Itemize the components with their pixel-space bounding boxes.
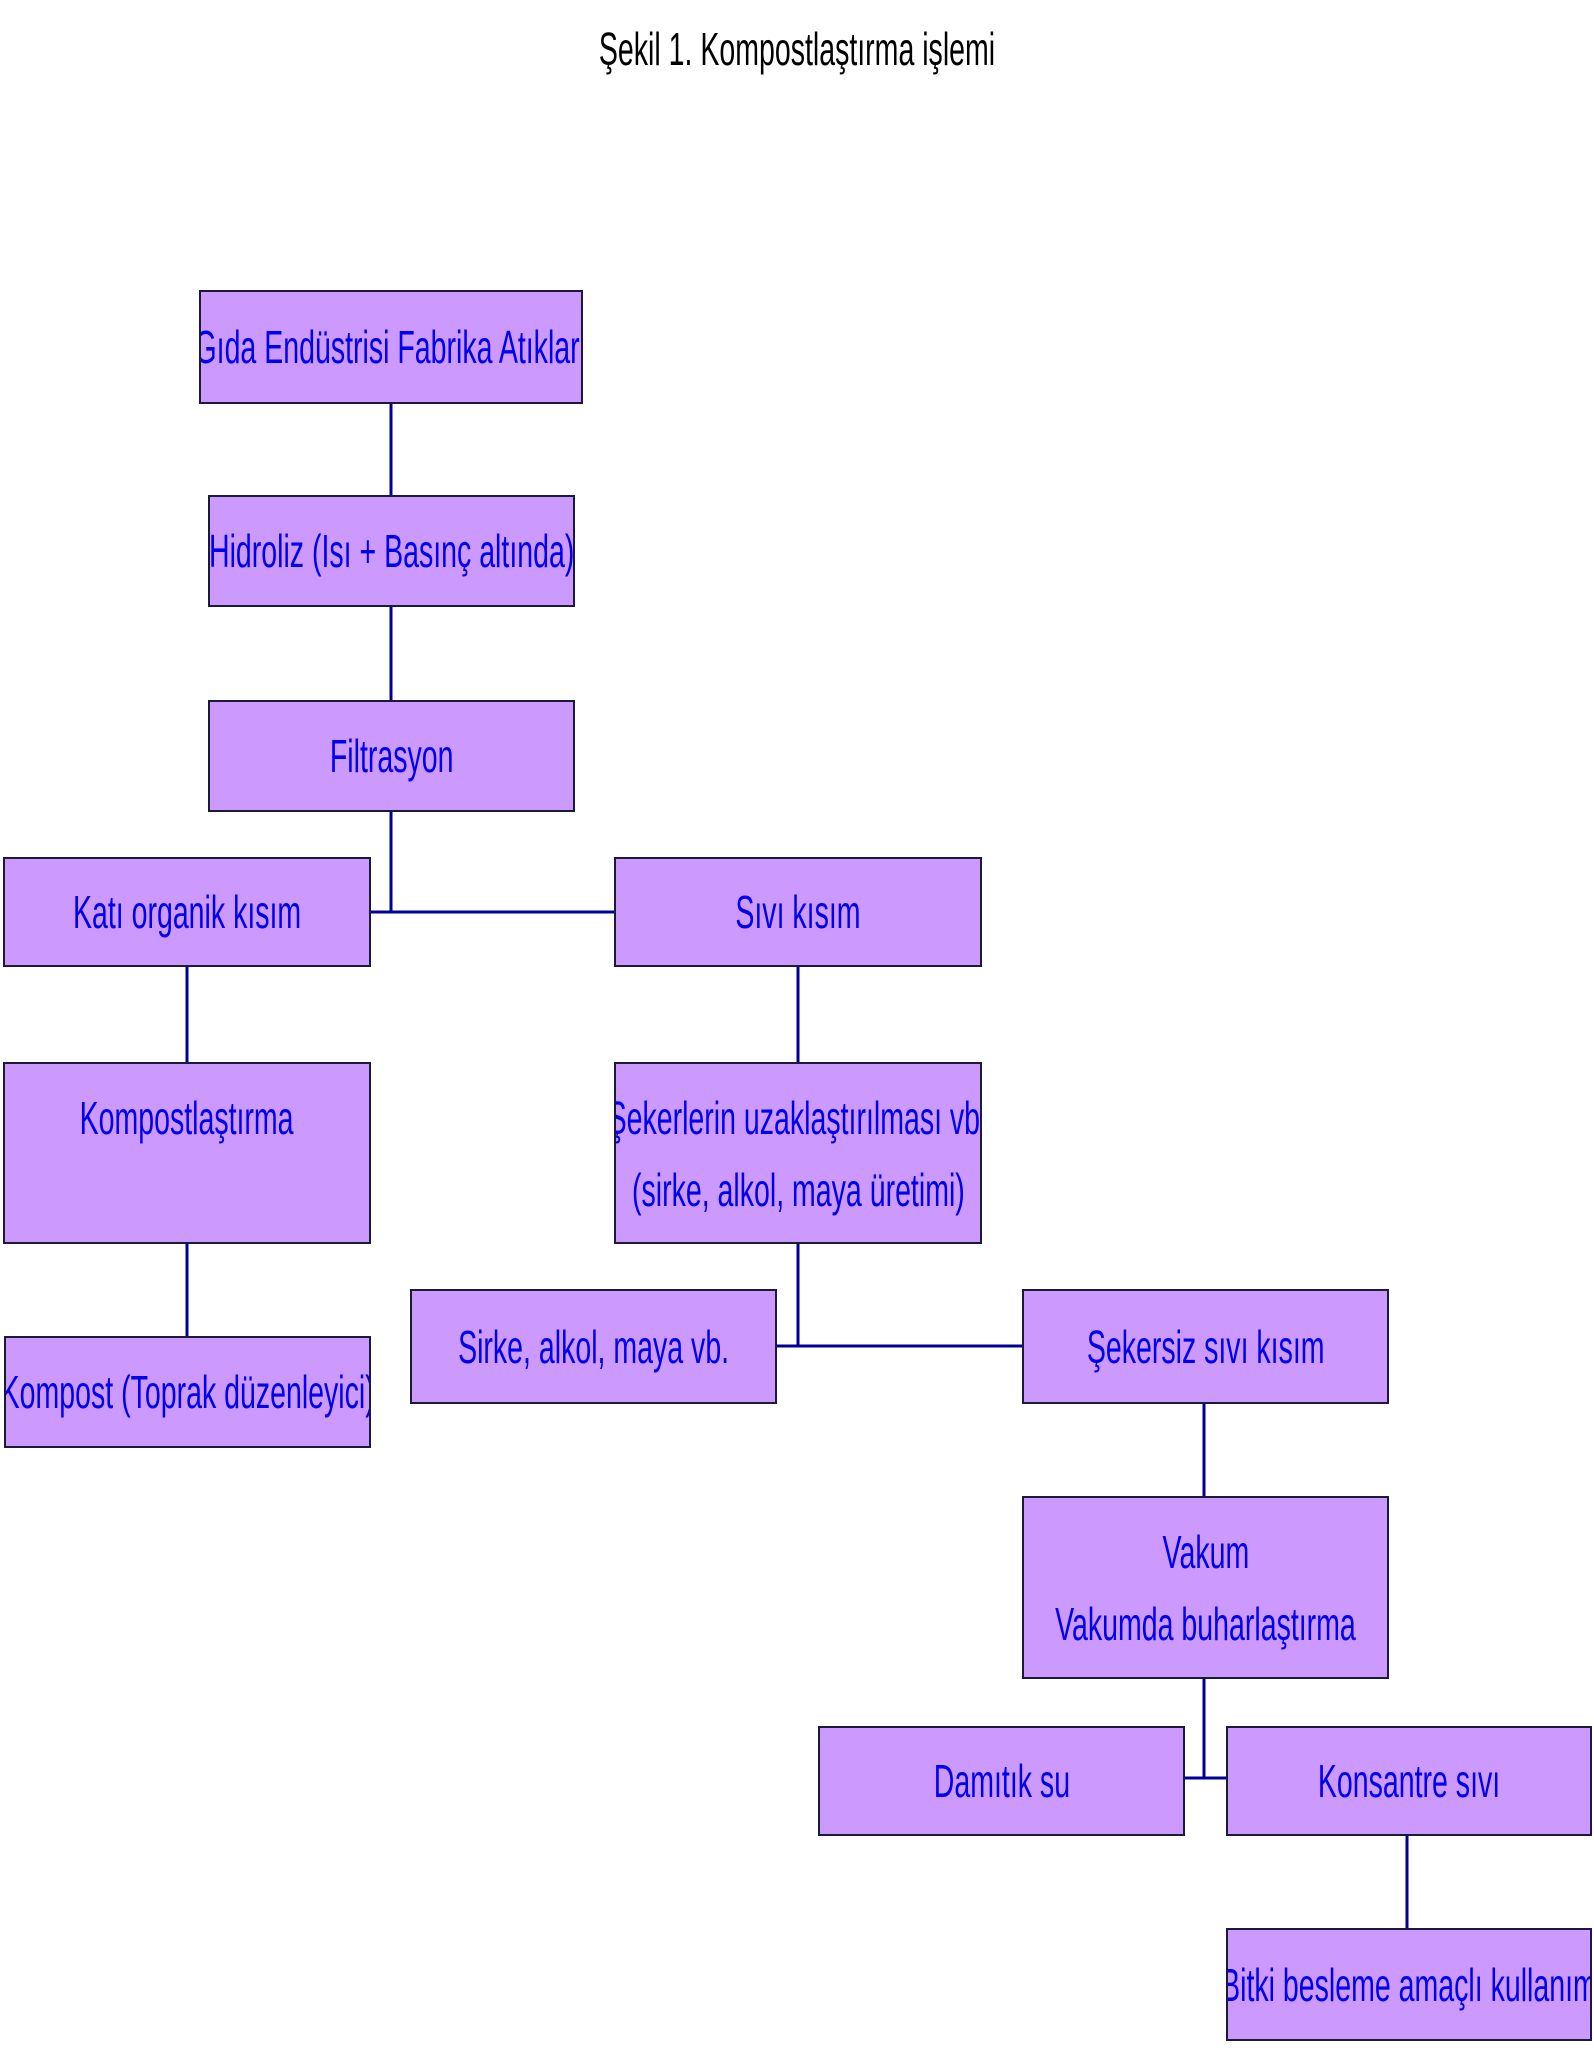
- node-sivi-kisim: Sıvı kısım: [614, 857, 982, 967]
- node-sekerlerin-uzaklastirilmasi: Şekerlerin uzaklaştırılması vb. (sirke, …: [614, 1062, 982, 1244]
- node-gida-endustrisi-atiklari: Gıda Endüstrisi Fabrika Atıkları: [199, 290, 583, 404]
- node-gida-label: Gıda Endüstrisi Fabrika Atıkları: [199, 321, 583, 373]
- node-vakum-label-line1: Vakum: [1162, 1526, 1249, 1578]
- node-bitki-besleme: Bitki besleme amaçlı kullanım: [1226, 1928, 1592, 2041]
- node-sekersiz-sivi-kisim: Şekersiz sıvı kısım: [1022, 1289, 1389, 1404]
- diagram-title: Şekil 1. Kompostlaştırma işlemi: [598, 23, 996, 75]
- node-konsantre-sivi: Konsantre sıvı: [1226, 1726, 1592, 1836]
- node-hidroliz: Hidroliz (Isı + Basınç altında): [208, 495, 575, 607]
- node-filtrasyon-label: Filtrasyon: [329, 730, 454, 782]
- node-kompostlastirma-label: Kompostlaştırma: [80, 1092, 294, 1144]
- node-sekersiz-label: Şekersiz sıvı kısım: [1086, 1320, 1325, 1373]
- node-sivi-label: Sıvı kısım: [735, 886, 861, 938]
- node-filtrasyon: Filtrasyon: [208, 700, 575, 812]
- node-sirke-label: Sirke, alkol, maya vb.: [457, 1320, 730, 1373]
- node-vakum: Vakum Vakumda buharlaştırma: [1022, 1496, 1389, 1679]
- node-sekerlerin-label-line2: (sirke, alkol, maya üretimi): [631, 1164, 965, 1216]
- node-damitik-su: Damıtık su: [818, 1726, 1185, 1836]
- node-kompostlastirma: Kompostlaştırma: [3, 1062, 371, 1244]
- node-kati-label: Katı organik kısım: [72, 886, 302, 938]
- node-kati-organik-kisim: Katı organik kısım: [3, 857, 371, 967]
- node-hidroliz-label: Hidroliz (Isı + Basınç altında): [208, 525, 575, 577]
- node-kompost-label: Kompost (Toprak düzenleyici): [4, 1366, 371, 1418]
- node-vakum-label-line2: Vakumda buharlaştırma: [1055, 1598, 1356, 1650]
- node-damitik-label: Damıtık su: [933, 1755, 1070, 1807]
- node-konsantre-label: Konsantre sıvı: [1317, 1755, 1501, 1807]
- node-sekerlerin-label-line1: Şekerlerin uzaklaştırılması vb.: [614, 1092, 982, 1144]
- node-kompost-toprak-duzenleyici: Kompost (Toprak düzenleyici): [4, 1336, 371, 1448]
- node-bitki-label: Bitki besleme amaçlı kullanım: [1226, 1958, 1592, 2011]
- node-sirke-alkol-maya: Sirke, alkol, maya vb.: [410, 1289, 777, 1404]
